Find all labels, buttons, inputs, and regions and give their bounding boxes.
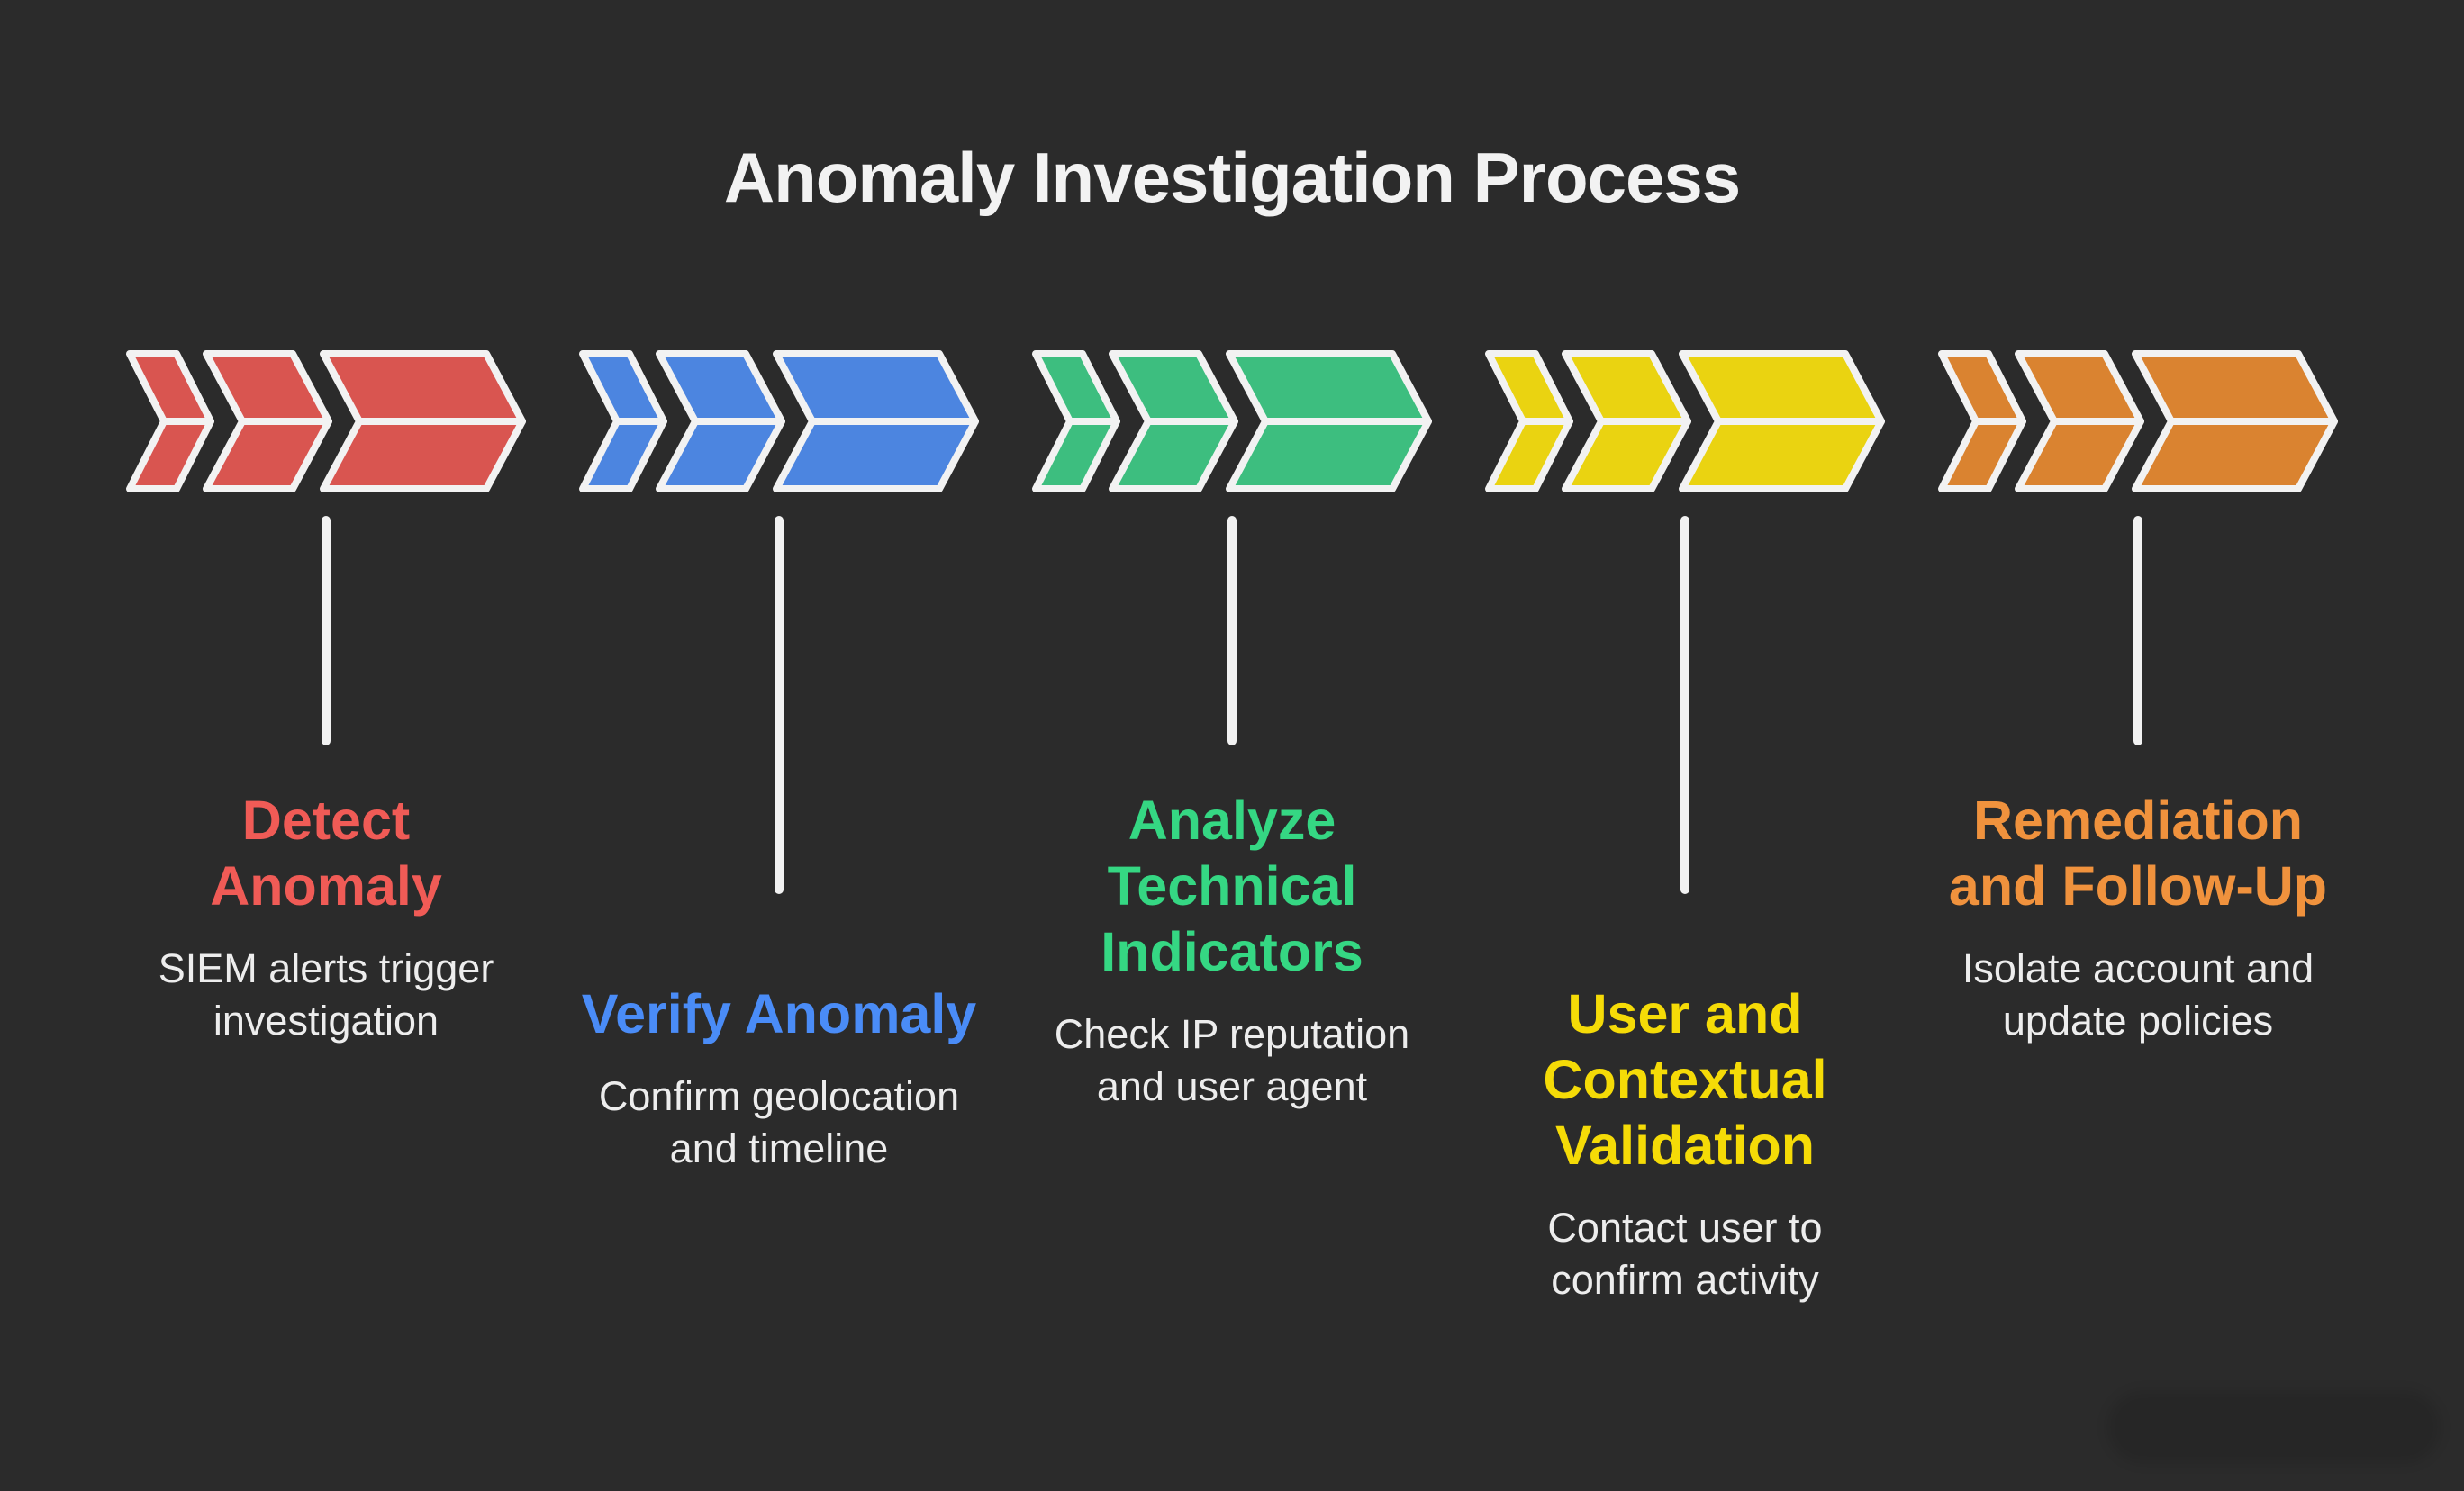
connector-line — [2133, 516, 2142, 746]
connector-line — [1227, 516, 1237, 746]
stage-heading: Verify Anomaly — [581, 983, 977, 1044]
stage-subtext: Isolate account and update policies — [1961, 945, 2315, 1044]
stage-remediation-follow-up: Remediation and Follow-Up Isolate accoun… — [1913, 347, 2363, 1337]
stage-verify-anomaly: Verify Anomaly Confirm geolocation and t… — [554, 347, 1004, 1337]
stage-textblock: Verify Anomaly Confirm geolocation and t… — [554, 981, 1004, 1175]
stage-heading: Remediation and Follow-Up — [1948, 790, 2328, 917]
stage-textblock: User and Contextual Validation Contact u… — [1460, 981, 1910, 1306]
stage-heading: Analyze Technical Indicators — [1101, 790, 1363, 982]
stage-subtext: Confirm geolocation and timeline — [598, 1073, 960, 1171]
connector-line — [775, 516, 784, 894]
stage-textblock: Analyze Technical Indicators Check IP re… — [1007, 788, 1457, 1113]
watermark-smudge — [2107, 1391, 2441, 1463]
diagram-title: Anomaly Investigation Process — [723, 138, 1741, 217]
triple-chevron-icon — [579, 350, 979, 492]
connector-line — [1680, 516, 1689, 894]
stage-detect-anomaly: Detect Anomaly SIEM alerts trigger inves… — [101, 347, 551, 1337]
triple-chevron-icon — [1938, 350, 2338, 492]
triple-chevron-icon — [1032, 350, 1432, 492]
stage-textblock: Detect Anomaly SIEM alerts trigger inves… — [101, 788, 551, 1047]
connector-line — [322, 516, 331, 746]
stage-heading: Detect Anomaly — [210, 790, 442, 917]
stage-heading: User and Contextual Validation — [1543, 983, 1827, 1176]
stage-analyze-technical-indicators: Analyze Technical Indicators Check IP re… — [1007, 347, 1457, 1337]
triple-chevron-icon — [126, 350, 526, 492]
stage-textblock: Remediation and Follow-Up Isolate accoun… — [1913, 788, 2363, 1047]
stage-subtext: Contact user to confirm activity — [1547, 1205, 1823, 1303]
triple-chevron-icon — [1485, 350, 1885, 492]
stage-subtext: SIEM alerts trigger investigation — [158, 945, 494, 1044]
stage-user-contextual-validation: User and Contextual Validation Contact u… — [1460, 347, 1910, 1337]
stage-subtext: Check IP reputation and user agent — [1054, 1011, 1410, 1109]
